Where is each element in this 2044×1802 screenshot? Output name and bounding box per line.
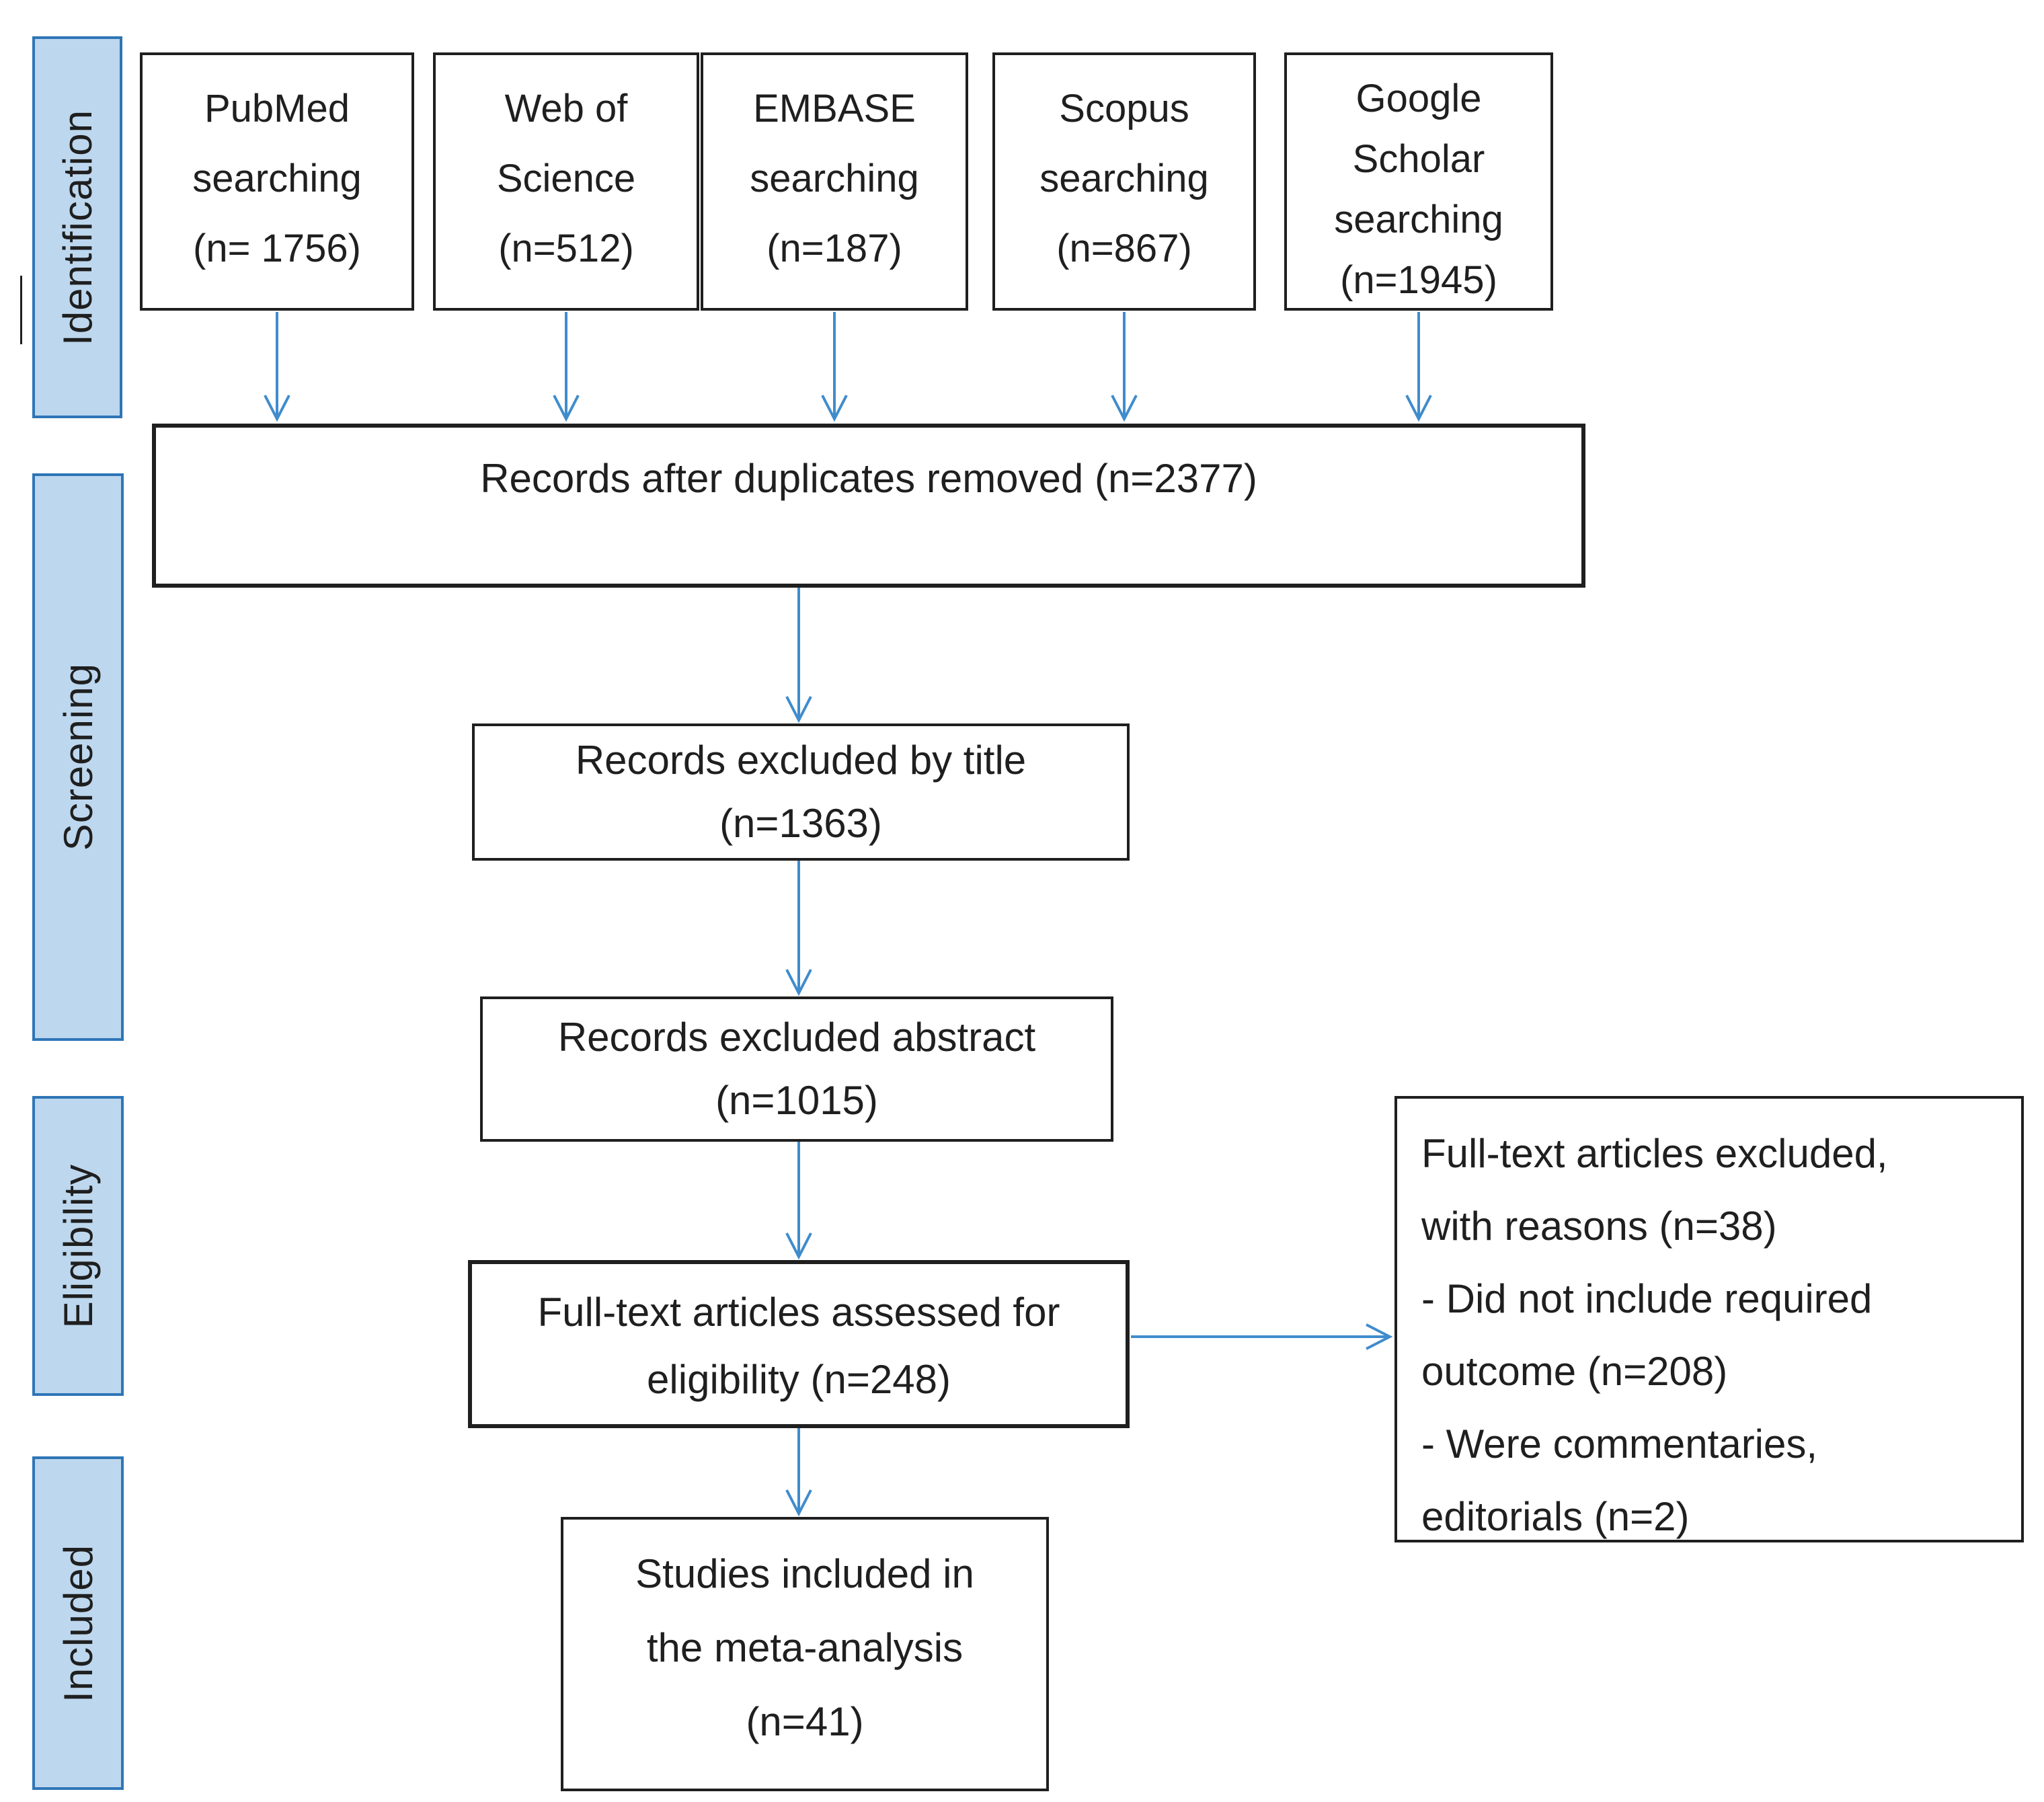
box-reasons-count: with reasons (n=38) [1421, 1204, 1777, 1249]
source-box-embase: EMBASE searching (n=187) [701, 52, 968, 311]
source-box-wos-count: (n=512) [498, 227, 634, 270]
source-box-embase-line: searching [750, 157, 919, 200]
box-records-excluded-abstract-count: (n=1015) [715, 1078, 878, 1123]
box-records-excluded-title: Records excluded by title (n=1363) [472, 723, 1130, 861]
source-box-pubmed: PubMed searching (n= 1756) [140, 52, 414, 311]
arrow-abstract-to-fulltext [785, 1142, 812, 1260]
source-box-pubmed-line: searching [192, 157, 362, 200]
arrow-google-to-duplicates [1405, 312, 1432, 422]
stage-bar-included: Included [32, 1456, 124, 1790]
box-duplicates-removed-text: Records after duplicates removed (n=2377… [480, 456, 1257, 501]
box-records-excluded-abstract-line: Records excluded abstract [557, 1015, 1036, 1060]
box-fulltext-assessed-count: eligibility (n=248) [647, 1357, 951, 1402]
arrow-scopus-to-duplicates [1111, 312, 1138, 422]
source-box-scopus-count: (n=867) [1056, 227, 1192, 270]
arrow-fulltext-to-studies-included [785, 1428, 812, 1517]
box-reasons-line: - Did not include required [1421, 1276, 1873, 1321]
stage-label-identification: Identification [54, 109, 100, 346]
stray-tick-mark [20, 276, 22, 344]
box-fulltext-assessed-line: Full-text articles assessed for [537, 1290, 1060, 1335]
stage-label-screening: Screening [55, 663, 101, 851]
source-box-pubmed-count: (n= 1756) [193, 227, 361, 270]
box-reasons-line: Full-text articles excluded, [1421, 1131, 1888, 1176]
box-records-excluded-title-count: (n=1363) [719, 801, 882, 846]
box-reasons-line: - Were commentaries, [1421, 1421, 1818, 1466]
source-box-scopus-line: Scopus [1059, 87, 1189, 130]
arrow-duplicates-to-title-excluded [785, 588, 812, 723]
source-box-embase-count: (n=187) [766, 227, 902, 270]
stage-label-included: Included [55, 1544, 101, 1702]
source-box-web-of-science: Web of Science (n=512) [433, 52, 699, 311]
source-box-pubmed-line: PubMed [204, 87, 350, 130]
arrow-fulltext-to-excluded-reasons [1131, 1323, 1393, 1350]
box-fulltext-assessed: Full-text articles assessed for eligibil… [468, 1260, 1130, 1428]
stage-bar-screening: Screening [32, 473, 124, 1041]
arrow-wos-to-duplicates [553, 312, 580, 422]
stage-bar-identification: Identification [32, 36, 122, 418]
stage-label-eligibility: Eligibility [55, 1163, 101, 1329]
box-studies-included-line: Studies included in [635, 1551, 974, 1596]
box-studies-included: Studies included in the meta-analysis (n… [561, 1517, 1049, 1791]
stage-bar-eligibility: Eligibility [32, 1096, 124, 1396]
box-fulltext-excluded-reasons: Full-text articles excluded, with reason… [1394, 1096, 2024, 1542]
arrow-embase-to-duplicates [821, 312, 848, 422]
source-box-embase-line: EMBASE [753, 87, 916, 130]
box-reasons-count: editorials (n=2) [1421, 1494, 1690, 1539]
box-duplicates-removed: Records after duplicates removed (n=2377… [152, 424, 1585, 588]
source-box-scopus-line: searching [1039, 157, 1209, 200]
source-box-google-line: Google [1355, 77, 1482, 120]
box-records-excluded-title-line: Records excluded by title [575, 738, 1027, 783]
box-studies-included-count: (n=41) [746, 1699, 864, 1744]
source-box-google-line: searching [1334, 198, 1503, 241]
source-box-google-scholar: Google Scholar searching (n=1945) [1284, 52, 1553, 311]
source-box-google-count: (n=1945) [1340, 258, 1497, 302]
source-box-wos-line: Web of [504, 87, 628, 130]
source-box-wos-line: Science [496, 157, 636, 200]
arrow-pubmed-to-duplicates [264, 312, 290, 422]
box-studies-included-line: the meta-analysis [646, 1625, 964, 1670]
source-box-scopus: Scopus searching (n=867) [992, 52, 1256, 311]
arrow-title-to-abstract-excluded [785, 861, 812, 996]
source-box-google-line: Scholar [1352, 137, 1485, 181]
box-reasons-count: outcome (n=208) [1421, 1349, 1728, 1394]
box-records-excluded-abstract: Records excluded abstract (n=1015) [480, 996, 1113, 1142]
